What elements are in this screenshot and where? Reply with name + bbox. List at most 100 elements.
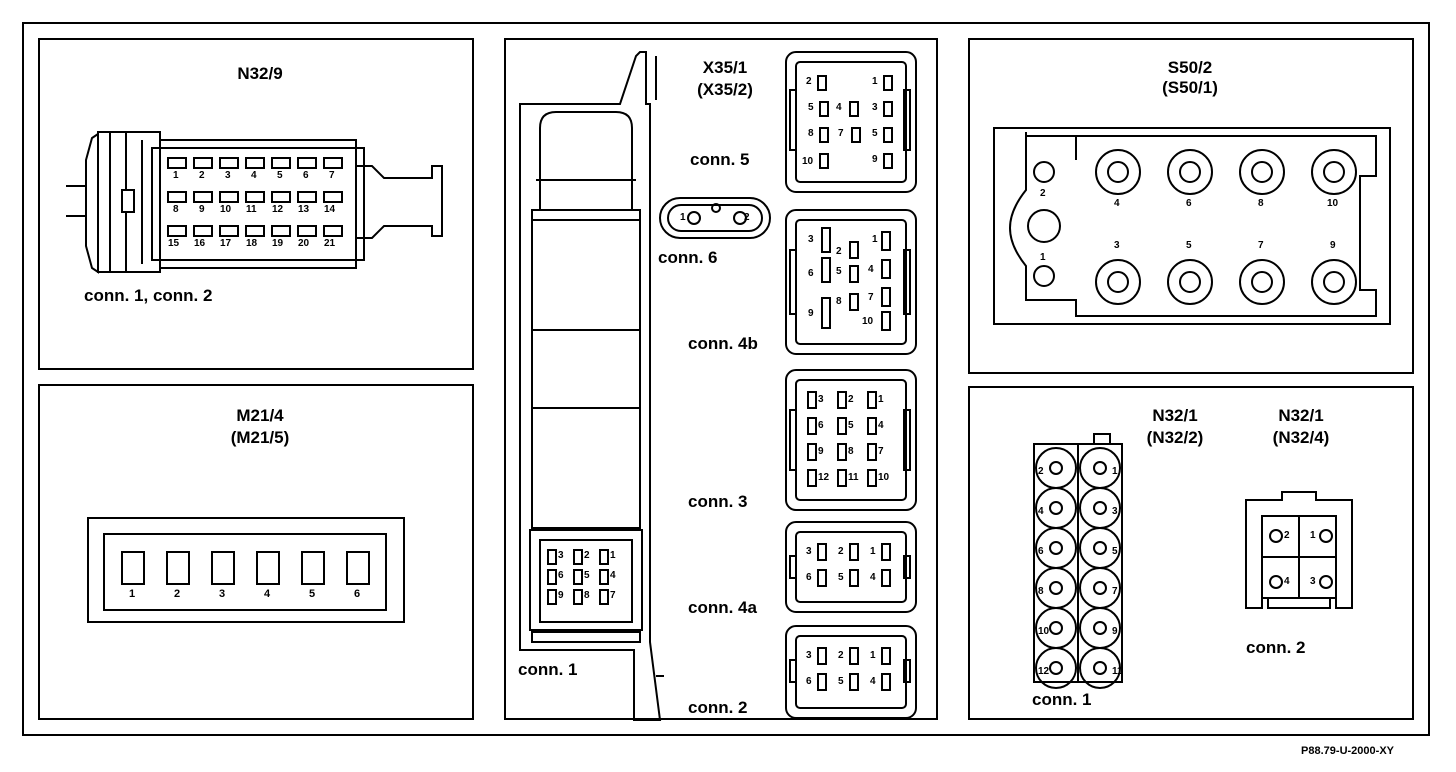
n32-1-subtitle-a: (N32/2) — [1146, 428, 1204, 447]
pin-hole — [1033, 161, 1055, 183]
pin-number: 9 — [1330, 240, 1336, 251]
pin-number: 8 — [584, 590, 590, 601]
pin-slot — [849, 241, 859, 259]
n32-9-pin-slot — [271, 225, 291, 237]
pin-hole — [1319, 529, 1333, 543]
n32-9-pin-slot — [193, 191, 213, 203]
pin-hole — [1095, 259, 1141, 305]
panel-m21-4 — [38, 384, 474, 720]
m21-pin-slot — [301, 551, 325, 585]
n32-9-conn-label: conn. 1, conn. 2 — [84, 286, 213, 305]
pin-hole — [1093, 661, 1107, 675]
pin-hole — [1093, 581, 1107, 595]
n32-9-title: N32/9 — [237, 64, 283, 83]
x35-conn5-label: conn. 5 — [690, 150, 750, 169]
x35-conn1-label: conn. 1 — [518, 660, 578, 679]
x35-conn1-pin-slot — [547, 589, 557, 605]
pin-number: 10 — [802, 156, 814, 167]
pin-number: 10 — [220, 204, 232, 215]
x35-conn3-pin-slot — [837, 391, 847, 409]
pin-slot — [883, 75, 893, 91]
x35-conn3-pin-slot — [867, 443, 877, 461]
pin-slot — [881, 287, 891, 307]
x35-conn1-pin-slot — [573, 549, 583, 565]
pin-number: 8 — [848, 446, 854, 457]
panel-s50-2 — [968, 38, 1414, 374]
pin-number: 5 — [872, 128, 878, 139]
figure-reference: P88.79-U-2000-XY — [1301, 745, 1394, 757]
pin-number: 4 — [1284, 576, 1290, 587]
x35-conn3-pin-slot — [867, 469, 877, 487]
pin-number: 14 — [324, 204, 336, 215]
pin-slot — [819, 101, 829, 117]
pin-number: 8 — [173, 204, 179, 215]
pin-slot — [883, 153, 893, 169]
x35-conn4a-pin-slot — [817, 543, 827, 561]
x35-conn2-pin-slot — [881, 673, 891, 691]
pin-number: 9 — [199, 204, 205, 215]
x35-conn1-pin-slot — [547, 549, 557, 565]
pin-number: 1 — [173, 170, 179, 181]
n32-9-pin-slot — [297, 157, 317, 169]
pin-hole — [1095, 149, 1141, 195]
x35-conn5-block — [785, 51, 917, 193]
pin-number: 6 — [354, 588, 361, 600]
pin-number: 10 — [862, 316, 874, 327]
pin-number: 5 — [808, 102, 814, 113]
pin-number: 10 — [878, 472, 890, 483]
n32-9-pin-slot — [193, 225, 213, 237]
x35-conn1-pin-slot — [599, 549, 609, 565]
s50-subtitle: (S50/1) — [1162, 78, 1218, 97]
pin-hole — [1239, 259, 1285, 305]
pin-number: 3 — [225, 170, 231, 181]
pin-number: 4 — [251, 170, 257, 181]
x35-conn2-pin-slot — [817, 647, 827, 665]
x35-conn4a-pin-slot — [881, 569, 891, 587]
pin-number: 5 — [277, 170, 283, 181]
n32-9-pin-slot — [219, 157, 239, 169]
pin-number: 1 — [870, 650, 876, 661]
pin-number: 4 — [878, 420, 884, 431]
pin-number: 3 — [806, 650, 812, 661]
pin-slot — [821, 297, 831, 329]
pin-number: 2 — [848, 394, 854, 405]
pin-number: 4 — [1114, 198, 1120, 209]
x35-conn3-pin-slot — [807, 391, 817, 409]
pin-hole — [1239, 149, 1285, 195]
pin-number: 3 — [808, 234, 814, 245]
x35-conn1-pin-slot — [573, 569, 583, 585]
pin-number: 2 — [838, 650, 844, 661]
x35-subtitle: (X35/2) — [697, 80, 753, 99]
x35-conn4b-block — [785, 209, 917, 355]
pin-number: 3 — [1310, 576, 1316, 587]
pin-number: 3 — [818, 394, 824, 405]
pin-number: 5 — [836, 266, 842, 277]
pin-hole — [1269, 529, 1283, 543]
pin-number: 1 — [129, 588, 136, 600]
x35-conn4a-pin-slot — [849, 569, 859, 587]
pin-number: 3 — [872, 102, 878, 113]
pin-hole — [1093, 621, 1107, 635]
pin-hole — [1049, 581, 1063, 595]
pin-hole — [1311, 259, 1357, 305]
pin-number: 11 — [848, 472, 859, 483]
pin-hole — [1093, 461, 1107, 475]
pin-number: 1 — [878, 394, 884, 405]
n32-9-pin-slot — [245, 225, 265, 237]
x35-conn3-pin-slot — [807, 417, 817, 435]
pin-number: 4 — [610, 570, 616, 581]
pin-number: 1 — [1310, 530, 1316, 541]
pin-number: 5 — [1186, 240, 1192, 251]
pin-number: 2 — [836, 246, 842, 257]
pin-hole — [1167, 259, 1213, 305]
pin-number: 8 — [808, 128, 814, 139]
pin-hole — [1251, 271, 1273, 293]
pin-slot — [819, 153, 829, 169]
n32-9-pin-slot — [219, 225, 239, 237]
pin-number: 13 — [298, 204, 310, 215]
x35-conn6-label: conn. 6 — [658, 248, 718, 267]
pin-number: 3 — [558, 550, 564, 561]
pin-number: 2 — [806, 76, 812, 87]
n32-9-pin-slot — [245, 191, 265, 203]
pin-number: 12 — [272, 204, 284, 215]
